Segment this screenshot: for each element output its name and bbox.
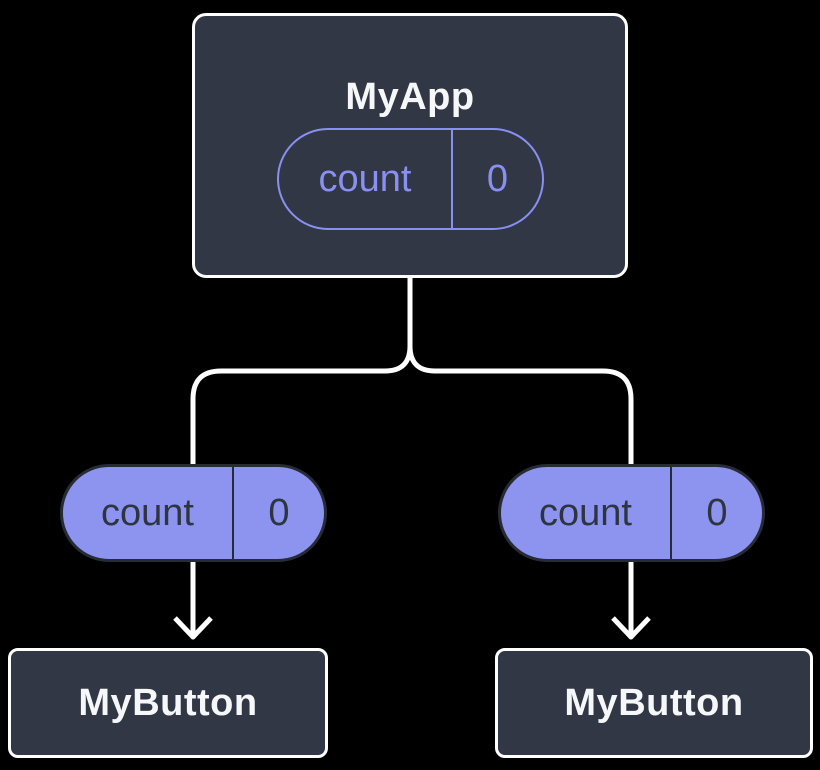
prop-value-label: 0	[706, 491, 728, 534]
child-component-title: MyButton	[78, 681, 258, 724]
left-child-component-node: MyButton	[8, 648, 328, 758]
parent-component-node: MyApp count 0	[192, 13, 628, 278]
pill-divider	[451, 130, 453, 228]
left-arrow-down-icon	[173, 561, 213, 640]
prop-value-label: 0	[268, 491, 290, 534]
right-prop-pill: count 0	[498, 464, 765, 562]
fork-right-branch-connector	[407, 345, 634, 464]
pill-divider	[670, 467, 672, 559]
state-value-label: 0	[486, 157, 509, 200]
right-child-component-node: MyButton	[495, 648, 813, 758]
pill-divider	[232, 467, 234, 559]
state-name-label: count	[318, 157, 412, 200]
prop-name-label: count	[539, 491, 632, 534]
fork-left-branch-connector	[190, 345, 413, 464]
left-prop-pill: count 0	[60, 464, 327, 562]
parent-state-pill: count 0	[277, 128, 544, 230]
child-component-title: MyButton	[564, 681, 744, 724]
parent-component-title: MyApp	[345, 76, 475, 118]
right-arrow-down-icon	[611, 561, 651, 640]
prop-name-label: count	[101, 491, 194, 534]
